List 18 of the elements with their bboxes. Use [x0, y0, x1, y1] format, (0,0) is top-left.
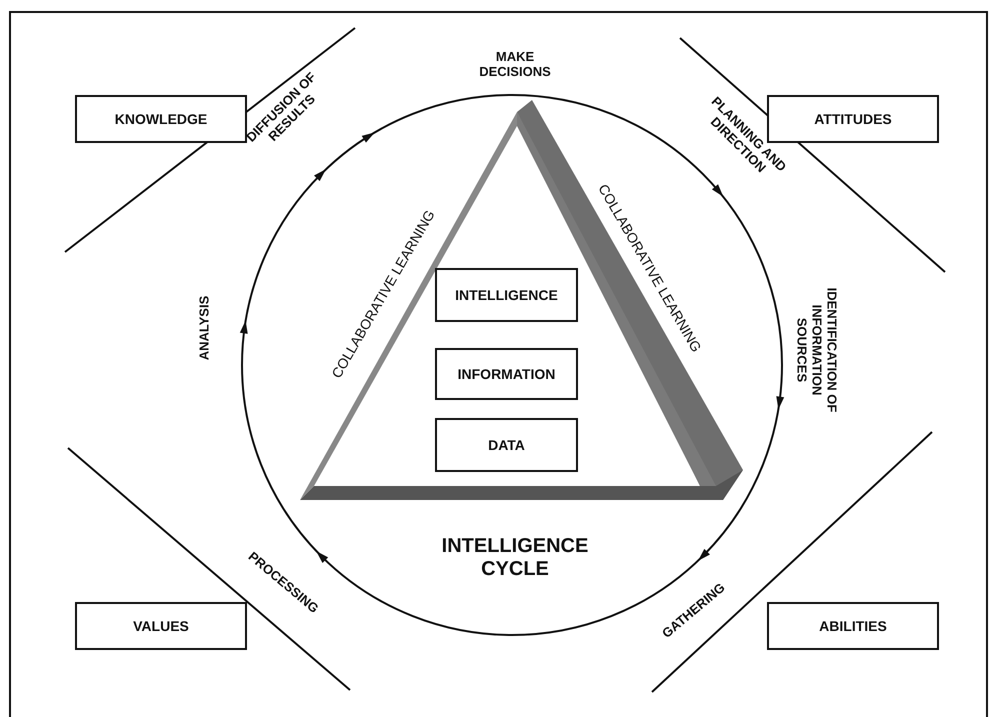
- cycle-name-label: INTELLIGENCE CYCLE: [440, 535, 590, 581]
- box-label: INTELLIGENCE: [455, 287, 558, 303]
- box-label: INFORMATION: [458, 366, 556, 382]
- cycle-stage-label: MAKE DECISIONS: [478, 50, 552, 80]
- cycle-stage-label: ANALYSIS: [198, 296, 212, 360]
- cycle-stage-label: IDENTIFICATION OF INFORMATION SOURCES: [794, 286, 838, 414]
- concept-box: [75, 602, 247, 650]
- box-label: DATA: [488, 437, 525, 453]
- box-label: VALUES: [133, 618, 189, 634]
- concept-box: [435, 418, 578, 472]
- box-label: ABILITIES: [819, 618, 887, 634]
- concept-box: [435, 268, 578, 322]
- box-label: KNOWLEDGE: [114, 111, 208, 127]
- concept-box: [767, 602, 939, 650]
- concept-box: [767, 95, 939, 143]
- concept-box: [435, 348, 578, 400]
- concept-box: [75, 95, 247, 143]
- box-label: ATTITUDES: [814, 111, 892, 127]
